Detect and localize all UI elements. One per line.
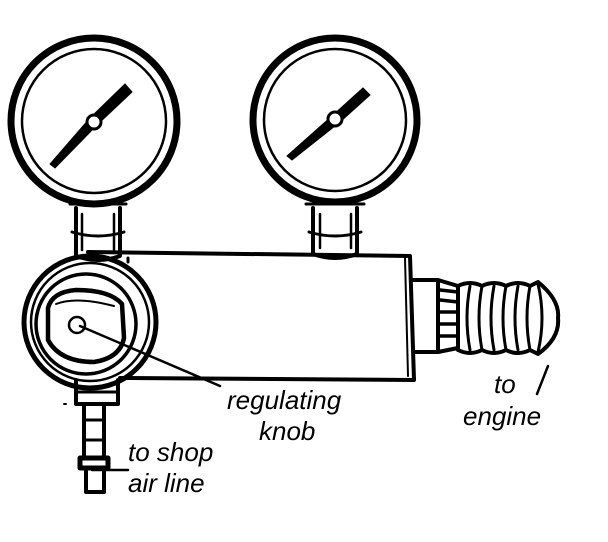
regulating-knob-leader-line [78, 324, 222, 388]
left-gauge-face [20, 47, 168, 195]
right-gauge-pivot [326, 110, 344, 128]
engine-coupling [410, 278, 561, 356]
right-gauge-face [262, 47, 408, 193]
engine-leader-line [535, 364, 550, 396]
right-gauge-outer-ring [249, 34, 421, 206]
left-gauge-pivot [85, 113, 103, 131]
manifold-body [86, 250, 416, 382]
regulating-knob-label-line2: knob [259, 416, 315, 446]
knob-ring [34, 272, 138, 376]
right-gauge-stem [304, 202, 366, 260]
left-pressure-gauge [7, 34, 181, 262]
shop-air-label-line1: to shop [128, 437, 213, 467]
knob-center-dot [67, 315, 87, 335]
engine-label-line1: to [494, 369, 516, 399]
knob-housing-inner [29, 261, 151, 383]
regulating-knob-assembly [21, 253, 159, 391]
knob-housing-outer [21, 253, 159, 391]
knob-cap [45, 287, 127, 365]
right-pressure-gauge [249, 34, 421, 260]
shop-air-inlet-fitting [63, 378, 120, 494]
shop-air-label-line2: air line [128, 468, 205, 498]
left-gauge-outer-ring [7, 34, 181, 208]
engine-label-line2: engine [463, 401, 541, 431]
regulating-knob-label-line1: regulating [227, 385, 342, 415]
